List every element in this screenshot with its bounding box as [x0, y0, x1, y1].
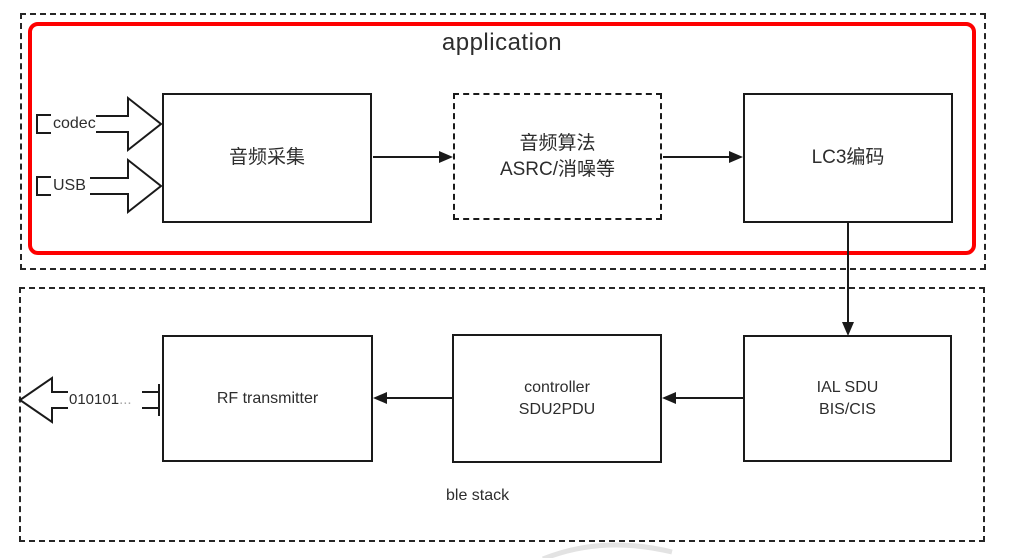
codec-port-label: codec	[53, 115, 96, 132]
application-region-label: application	[441, 29, 563, 56]
node-ial-sdu-line1: IAL SDU	[816, 378, 879, 396]
node-lc3-encoder-label: LC3编码	[811, 147, 885, 169]
application-region-border	[20, 13, 986, 270]
node-audio-capture-label: 音频采集	[228, 147, 305, 169]
watermark-curve	[542, 542, 673, 558]
bitstream-value: 010101	[69, 391, 120, 408]
node-controller-line2: SDU2PDU	[518, 400, 596, 418]
node-rf-transmitter-label: RF transmitter	[216, 389, 319, 407]
usb-port-label: USB	[53, 177, 86, 194]
node-audio-algorithm: 音频算法 ASRC/消噪等	[453, 93, 662, 220]
node-controller: controller SDU2PDU	[452, 334, 662, 463]
application-highlight-frame	[28, 22, 976, 255]
node-ial-sdu-line2: BIS/CIS	[819, 400, 876, 418]
node-rf-transmitter: RF transmitter	[162, 335, 373, 462]
node-controller-line1: controller	[524, 378, 590, 396]
ble-stack-region-label: ble stack	[446, 487, 510, 504]
bitstream-ellipsis: ...	[119, 391, 132, 408]
node-lc3-encoder: LC3编码	[743, 93, 953, 223]
node-ial-sdu: IAL SDU BIS/CIS	[743, 335, 952, 462]
bitstream-port-label: 010101...	[69, 391, 132, 408]
node-audio-algorithm-line2: ASRC/消噪等	[499, 158, 616, 180]
node-audio-capture: 音频采集	[162, 93, 372, 223]
node-audio-algorithm-line1: 音频算法	[519, 132, 596, 154]
